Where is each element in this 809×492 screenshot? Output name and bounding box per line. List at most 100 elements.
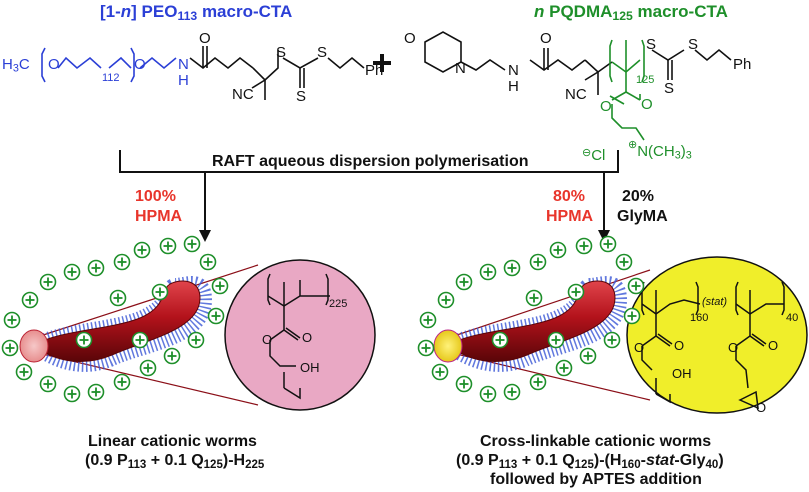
left-hpma-label: HPMA [135,208,183,225]
peo-repeat-count: 112 [102,72,120,84]
pqdma-repeat-unit [609,39,645,141]
pqdma-phenyl: Ph [733,56,752,73]
plus-in-circle-icon [529,373,547,391]
plus-in-circle-icon [39,375,57,393]
plus-in-circle-icon [39,273,57,291]
pqdma-macro-cta-structure [424,31,732,95]
plus-in-circle-icon [63,263,81,281]
quaternary-ammonium: ⊕N(CH3)3 [628,139,692,162]
stat-label: (stat) [702,296,728,308]
plus-sign [373,54,391,72]
plus-in-circle-icon [615,253,633,271]
cationic-charges [1,235,645,403]
plus-in-circle-icon [15,363,33,381]
plus-in-circle-icon [3,311,21,329]
plus-in-circle-icon [431,363,449,381]
plus-in-circle-icon [151,283,169,301]
plus-in-circle-icon [183,235,201,253]
plus-in-circle-icon [575,237,593,255]
arrow-right [598,172,610,242]
plus-in-circle-icon [555,359,573,377]
peo-sulfur-1: S [276,44,287,61]
plus-in-circle-icon [113,373,131,391]
plus-in-circle-icon [529,253,547,271]
pqdma-ester-o2: O [641,96,653,113]
plus-in-circle-icon [549,241,567,259]
peo-oxygen-2: O [134,56,146,73]
plus-in-circle-icon [163,347,181,365]
hpma-ester-o1: O [262,332,273,347]
plus-in-circle-icon [627,277,645,295]
left-hpma-percent: 100% [135,188,176,205]
glyma-ester-o1: O [728,340,739,355]
plus-in-circle-icon [455,375,473,393]
hpma-block-count: 160 [690,312,709,324]
plus-in-circle-icon [207,307,225,325]
pqdma-ester-o1: O [600,98,612,115]
plus-in-circle-icon [87,383,105,401]
peo-macro-cta-label: [1-n] PEO113 macro-CTA [100,2,293,24]
pqdma-sulfur-2: S [688,36,699,53]
pqdma-carbonyl-o: O [540,30,552,47]
plus-in-circle-icon [199,253,217,271]
chloride-counterion: ⊖Cl [582,147,606,164]
plus-in-circle-icon [455,273,473,291]
morpholine-nitrogen: N [455,60,466,77]
plus-in-circle-icon [133,241,151,259]
plus-in-circle-icon [437,291,455,309]
plus-in-circle-icon [503,259,521,277]
plus-in-circle-icon [479,263,497,281]
morpholine-oxygen: O [404,30,416,47]
process-label: RAFT aqueous dispersion polymerisation [208,153,533,171]
peo-amide-n: N [178,56,189,73]
plus-in-circle-icon [579,347,597,365]
left-zoom-circle [224,259,376,411]
right-caption-title: Cross-linkable cationic worms [480,433,712,450]
peo-nitrile: NC [232,86,254,103]
plus-in-circle-icon [75,331,93,349]
peo-sulfur-2: S [317,44,328,61]
peo-end-group: H3C [2,56,30,75]
peo-sulfur-3: S [296,88,307,105]
pqdma-amide-h: H [508,78,519,95]
hpma-hydroxyl: OH [300,360,320,375]
pqdma-repeat-count: 125 [636,74,655,86]
left-caption-formula: (0.9 P113 + 0.1 Q125)-H225 [85,452,265,471]
right-hpma-percent: 80% [553,188,586,205]
peo-carbonyl-o: O [199,30,211,47]
plus-in-circle-icon [525,289,543,307]
pqdma-nitrile: NC [565,86,587,103]
pqdma-macro-cta-label: n PQDMA125 macro-CTA [534,2,728,24]
plus-in-circle-icon [491,331,509,349]
plus-in-circle-icon [113,253,131,271]
plus-in-circle-icon [419,311,437,329]
right-zoom-circle [626,256,808,414]
plus-in-circle-icon [21,291,39,309]
plus-in-circle-icon [211,277,229,295]
glyma-block-count: 40 [786,312,799,324]
plus-in-circle-icon [479,385,497,403]
plus-in-circle-icon [87,259,105,277]
right-hpma-label: HPMA [546,208,594,225]
pqdma-sulfur-1: S [646,36,657,53]
glyma-ester-o2: O [768,338,779,353]
plus-in-circle-icon [131,331,149,349]
peo-amide-h: H [178,72,189,89]
plus-in-circle-icon [599,235,617,253]
plus-in-circle-icon [547,331,565,349]
right-caption-formula: (0.9 P113 + 0.1 Q125)-(H160-stat-Gly40) [456,452,724,471]
arrow-left [199,172,211,242]
pqdma-amide-n: N [508,62,519,79]
plus-in-circle-icon [603,331,621,349]
process-bracket [119,150,619,173]
pqdma-sulfur-3: S [664,80,675,97]
peo-phenyl: Ph [365,62,384,79]
left-caption-title: Linear cationic worms [88,433,257,450]
plus-in-circle-icon [567,283,585,301]
plus-in-circle-icon [503,383,521,401]
hpma-ester-o2: O [302,330,313,345]
plus-in-circle-icon [159,237,177,255]
left-worm [19,264,259,406]
right-hpma-o1: O [634,340,645,355]
